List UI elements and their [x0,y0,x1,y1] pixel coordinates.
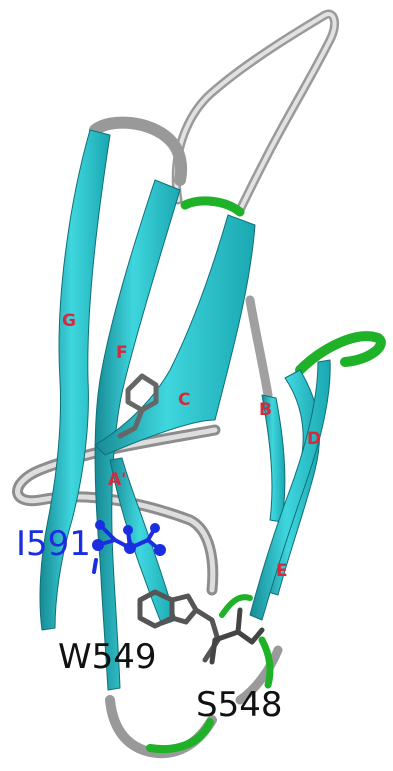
strand-label-d: D [307,429,321,449]
residue-label-i591: I591 [16,524,91,564]
residue-label-w549: W549 [58,637,157,677]
sidechain-s548 [212,610,262,662]
loop-bc-connector [250,300,268,395]
strand-label-b: B [259,400,272,420]
turn-bottom [150,722,210,749]
strand-label-c: C [178,390,190,410]
strand-label-f: F [116,343,128,363]
beta-strands [40,130,330,690]
turn-top [185,201,240,212]
strand-label-g: G [62,311,76,331]
strand-label-e: E [276,561,288,581]
strand-label-a-prime: A' [108,470,126,490]
turn-de [300,336,381,370]
turn-e [222,597,250,615]
residue-label-s548: S548 [196,685,282,725]
strand-e [250,360,330,620]
